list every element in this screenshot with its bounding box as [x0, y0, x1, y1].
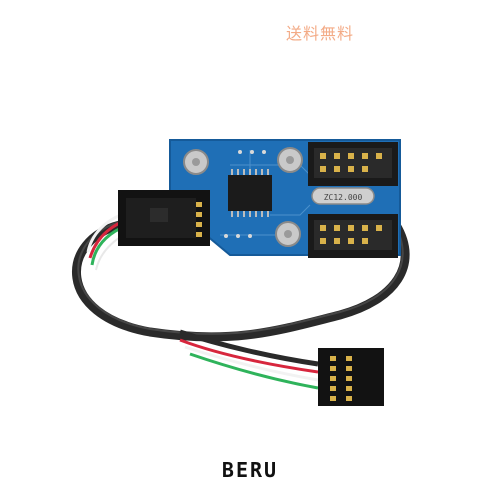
gray-cable [72, 220, 410, 342]
cable-highlight [77, 221, 404, 335]
usb-header-top [308, 142, 398, 186]
free-shipping-badge: 送料無料 [286, 24, 355, 43]
crystal-oscillator: ZC12.000 [311, 187, 375, 205]
brand-logo-text: BERU [221, 458, 279, 482]
capacitor-left [183, 149, 209, 175]
bottom-black-connector [318, 348, 384, 406]
capacitor-right-top [277, 147, 303, 173]
ic-chip [228, 169, 272, 217]
crystal-label: ZC12.000 [324, 193, 363, 202]
left-black-connector [118, 190, 210, 246]
usb-header-bottom [308, 214, 398, 258]
bottom-wire-bundle [179, 329, 319, 390]
capacitor-right-bottom [275, 221, 301, 247]
